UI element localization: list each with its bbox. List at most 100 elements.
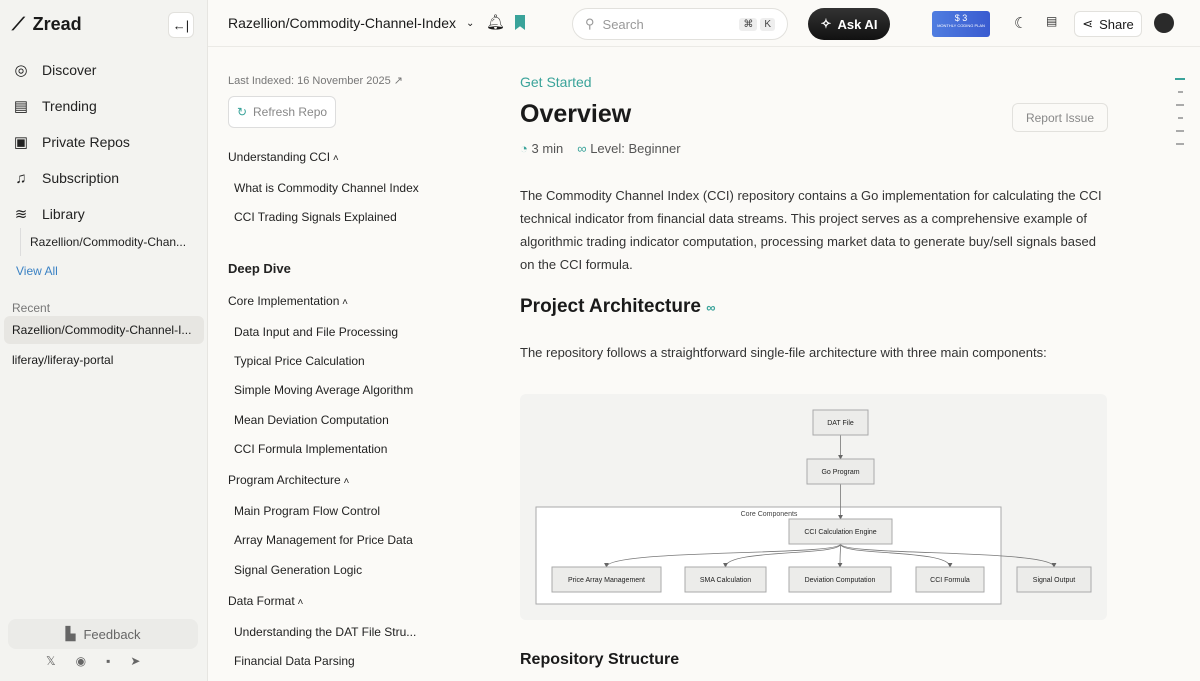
repo-name: Razellion/Commodity-Channel-Index — [228, 15, 456, 31]
toc-item[interactable]: Mean Deviation Computation — [234, 413, 389, 427]
toc-section-label: Program Architecture — [228, 473, 341, 487]
diagram-edge — [837, 543, 843, 568]
toc-item[interactable]: Main Program Flow Control — [234, 504, 381, 518]
toc-item[interactable]: Financial Data Parsing — [234, 654, 355, 668]
toc-section[interactable]: Data Format ˄ — [228, 594, 303, 608]
sidebar-item-private-repos[interactable]: ▣ Private Repos — [12, 124, 130, 160]
search-placeholder: Search — [602, 16, 644, 32]
page-outline-ticks[interactable] — [1175, 78, 1185, 156]
diagram-edge — [840, 543, 1057, 568]
section-heading: Project Architecture ∞ — [520, 296, 715, 318]
toc-section[interactable]: Core Implementation ˄ — [228, 294, 348, 308]
link-icon: ∞ — [577, 141, 587, 156]
diagram-node — [788, 566, 892, 593]
architecture-paragraph: The repository follows a straightforward… — [520, 345, 1047, 360]
compass-icon: ◎ — [14, 62, 28, 79]
toc-section-label: Understanding CCI — [228, 150, 331, 164]
recent-item[interactable]: liferay/liferay-portal — [12, 353, 114, 367]
diagram-node-label: SMA Calculation — [700, 577, 751, 584]
refresh-label: Refresh Repo — [253, 105, 328, 119]
chevron-up-icon: ˄ — [340, 476, 350, 487]
external-link-icon[interactable]: ↗ — [393, 75, 403, 87]
report-issue-button[interactable]: Report Issue — [1012, 103, 1108, 132]
sidebar-item-discover[interactable]: ◎Discover — [12, 52, 130, 88]
avatar[interactable] — [1154, 13, 1174, 33]
outline-tick[interactable] — [1176, 104, 1184, 106]
sidebar-item-subscription[interactable]: ♫Subscription — [12, 160, 130, 196]
discord-icon[interactable]: ◉ — [75, 654, 87, 668]
promo-price: $ 3 — [954, 13, 968, 23]
library-repo-item[interactable]: Razellion/Commodity-Chan... — [20, 228, 190, 256]
repo-selector[interactable]: Razellion/Commodity-Channel-Index⌄ — [228, 15, 474, 31]
refresh-icon: ↻ — [236, 105, 247, 119]
outline-tick-active[interactable] — [1175, 78, 1185, 80]
diagram-node-label: CCI Calculation Engine — [804, 529, 876, 536]
book-icon: ▣ — [13, 134, 29, 151]
share-label: Share — [1099, 16, 1134, 32]
collapse-sidebar-button[interactable]: ←| — [168, 12, 194, 38]
logo[interactable]: ⟋Zread — [12, 14, 82, 35]
translate-icon[interactable]: ▤ — [1046, 14, 1058, 28]
toc-item[interactable]: What is Commodity Channel Index — [234, 181, 419, 195]
ask-ai-button[interactable]: ✧ Ask AI — [808, 8, 890, 40]
promo-text: MONTHLY CODING PLAN — [937, 22, 985, 28]
wechat-icon[interactable]: ▪ — [106, 654, 111, 668]
view-all-link[interactable]: View All — [16, 264, 58, 278]
diagram-edge — [840, 543, 953, 568]
label: Private Repos — [42, 134, 130, 150]
outline-tick[interactable] — [1178, 117, 1183, 119]
sidebar: ⟋Zread ←| ◎Discover ▤Trending ▣ Private R… — [0, 0, 208, 681]
sidebar-item-library[interactable]: ≋Library — [12, 196, 130, 232]
toc-item[interactable]: Understanding the DAT File Stru... — [234, 625, 417, 639]
heading-text: Project Architecture — [520, 296, 701, 317]
anchor-link-icon[interactable]: ∞ — [706, 300, 716, 315]
toc-item[interactable]: Signal Generation Logic — [234, 563, 363, 577]
diagram-node-label: Deviation Computation — [805, 577, 876, 584]
diagram-node — [551, 566, 662, 593]
read-time-value: 3 min — [531, 141, 564, 156]
feedback-button[interactable]: ▙Feedback — [8, 619, 198, 649]
bell-plus-icon[interactable]: 🔔︎ — [486, 14, 506, 31]
toc-item[interactable]: Simple Moving Average Algorithm — [234, 383, 414, 397]
moon-icon[interactable]: ☾ — [1014, 15, 1028, 32]
toc-item[interactable]: CCI Formula Implementation — [234, 442, 388, 456]
toc-item[interactable]: Typical Price Calculation — [234, 354, 365, 368]
chevron-up-icon: ˄ — [339, 297, 349, 308]
toc-item[interactable]: Data Input and File Processing — [234, 325, 399, 339]
search-input[interactable]: ⚲Search⌘K — [572, 8, 788, 40]
share-button[interactable]: ⋖Share — [1074, 11, 1142, 37]
diagram-edge — [723, 543, 841, 568]
bird-icon[interactable]: ➤ — [130, 654, 141, 668]
label: Subscription — [42, 170, 120, 186]
outline-tick[interactable] — [1176, 130, 1184, 132]
newspaper-icon: ▤ — [13, 98, 29, 115]
layers-icon: ≋ — [14, 206, 28, 223]
outline-tick[interactable] — [1176, 143, 1184, 145]
toc-item[interactable]: Array Management for Price Data — [234, 533, 413, 547]
toc-item[interactable]: CCI Trading Signals Explained — [234, 210, 397, 224]
toc-section[interactable]: Understanding CCI ˄ — [228, 150, 339, 164]
bookmark-icon[interactable] — [515, 15, 525, 30]
ask-ai-label: Ask AI — [837, 16, 878, 32]
outline-tick[interactable] — [1178, 91, 1183, 93]
sidebar-item-trending[interactable]: ▤Trending — [12, 88, 130, 124]
diagram-edge — [604, 543, 841, 568]
sparkle-icon: ✧ — [820, 16, 832, 31]
x-icon[interactable]: 𝕏 — [46, 654, 56, 668]
diagram-node — [806, 458, 875, 485]
diagram-node-label: Signal Output — [1033, 577, 1075, 584]
toc-heading: Deep Dive — [228, 261, 291, 276]
k-key: K — [760, 17, 775, 31]
diagram-node-label: CCI Formula — [930, 577, 970, 584]
level-value: Level: Beginner — [590, 141, 681, 156]
recent-item[interactable]: Razellion/Commodity-Channel-I... — [4, 316, 204, 344]
toc-section-label: Data Format — [228, 594, 295, 608]
refresh-repo-button[interactable]: ↻ Refresh Repo — [228, 96, 336, 128]
chevron-up-icon: ˄ — [294, 597, 304, 608]
toc-section[interactable]: Program Architecture ˄ — [228, 473, 349, 487]
last-indexed: Last Indexed: 16 November 2025 ↗ — [228, 74, 428, 90]
toc-section-label: Core Implementation — [228, 294, 340, 308]
timer-icon: ◔ — [520, 141, 528, 156]
